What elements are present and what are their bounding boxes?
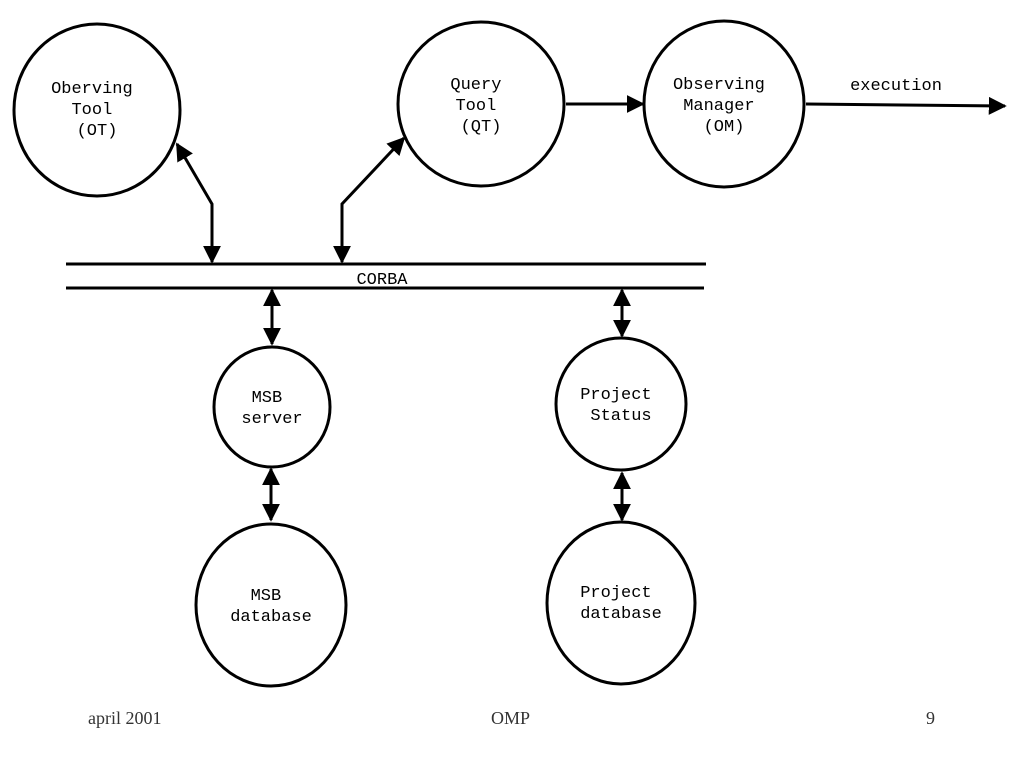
- node-msb-server-circle: [212, 345, 332, 469]
- corba-label: CORBA: [356, 271, 408, 290]
- node-msb-server: MSB server: [212, 345, 332, 469]
- node-msb-server-label: MSB server: [241, 389, 302, 429]
- node-query-tool-label: Query Tool (QT): [450, 76, 511, 137]
- footer-title: OMP: [491, 708, 531, 728]
- node-project-status-label: Project Status: [580, 386, 662, 426]
- node-msb-database: MSB database: [194, 522, 348, 688]
- qt-bus-connector: [333, 136, 406, 264]
- footer-page-number: 9: [926, 708, 935, 728]
- node-observing-tool-label: Oberving Tool (OT): [51, 80, 143, 141]
- node-project-database-circle: [545, 520, 697, 686]
- node-msb-database-label: MSB database: [230, 587, 312, 627]
- node-project-database: Project database: [545, 520, 697, 686]
- ot-bus-connector: [175, 142, 221, 264]
- node-observing-manager: Observing Manager (OM): [642, 19, 806, 189]
- node-project-status: Project Status: [554, 336, 688, 472]
- node-observing-manager-label: Observing Manager (OM): [673, 76, 775, 137]
- node-observing-tool-circle: [12, 22, 182, 198]
- execution-label: execution: [850, 77, 942, 96]
- node-project-status-circle: [554, 336, 688, 472]
- node-msb-database-circle: [194, 522, 348, 688]
- connectors: [175, 95, 1007, 522]
- node-query-tool-circle: [396, 20, 566, 188]
- om-execution-arrow: [805, 96, 1007, 115]
- node-observing-tool: Oberving Tool (OT): [12, 22, 182, 198]
- node-observing-manager-circle: [642, 19, 806, 189]
- node-project-database-label: Project database: [580, 584, 662, 624]
- corba-bus: CORBA: [66, 262, 706, 290]
- footer-date: april 2001: [88, 708, 162, 728]
- node-query-tool: Query Tool (QT): [396, 20, 566, 188]
